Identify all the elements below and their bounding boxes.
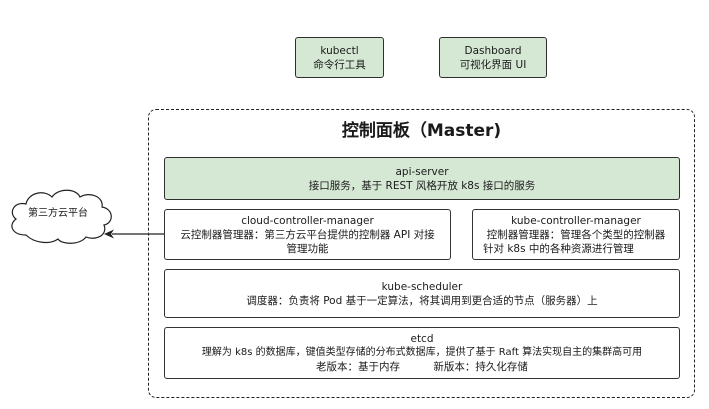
- etcd-title: etcd: [410, 333, 434, 345]
- kube-scheduler-desc: 调度器：负责将 Pod 基于一定算法，将其调用到更合适的节点（服务器）上: [246, 294, 598, 307]
- cloud-shape-icon: [11, 189, 112, 244]
- etcd-desc-line1: 理解为 k8s 的数据库，键值类型存储的分布式数据库，提供了基于 Raft 算法…: [201, 347, 643, 358]
- api-server-box: api-server 接口服务，基于 REST 风格开放 k8s 接口的服务: [164, 157, 680, 200]
- etcd-desc-line2: 老版本：基于内存 新版本：持久化存储: [316, 361, 528, 373]
- cloud-controller-manager-title: cloud-controller-manager: [241, 214, 374, 227]
- kube-scheduler-box: kube-scheduler 调度器：负责将 Pod 基于一定算法，将其调用到更…: [164, 269, 680, 318]
- cloud-controller-manager-desc-line1: 云控制器管理器：第三方云平台提供的控制器 API 对接: [180, 228, 435, 241]
- kube-controller-manager-box: kube-controller-manager 控制器管理器：管理各个类型的控制…: [472, 209, 680, 260]
- dashboard-box: Dashboard 可视化界面 UI: [439, 37, 547, 78]
- cloud-label: 第三方云平台: [28, 208, 88, 219]
- arrow-left-icon: [104, 229, 164, 239]
- api-server-desc: 接口服务，基于 REST 风格开放 k8s 接口的服务: [308, 179, 536, 192]
- master-title: 控制面板（Master): [341, 121, 502, 141]
- kube-controller-manager-desc-line1: 控制器管理器：管理各个类型的控制器: [486, 228, 666, 241]
- kube-controller-manager-title: kube-controller-manager: [511, 214, 641, 227]
- etcd-box: etcd 理解为 k8s 的数据库，键值类型存储的分布式数据库，提供了基于 Ra…: [164, 327, 680, 379]
- kube-controller-manager-desc-line2: 针对 k8s 中的各种资源进行管理: [483, 242, 634, 255]
- master-container: [148, 109, 695, 398]
- api-server-title: api-server: [395, 165, 449, 178]
- kubectl-subtitle: 命令行工具: [313, 58, 366, 71]
- dashboard-subtitle: 可视化界面 UI: [459, 58, 527, 71]
- kubectl-box: kubectl 命令行工具: [295, 37, 384, 78]
- kube-scheduler-title: kube-scheduler: [381, 280, 463, 293]
- dashboard-title: Dashboard: [464, 44, 522, 57]
- cloud-controller-manager-box: cloud-controller-manager 云控制器管理器：第三方云平台提…: [164, 209, 451, 260]
- cloud-controller-manager-desc-line2: 管理功能: [286, 242, 329, 255]
- kubectl-title: kubectl: [320, 44, 359, 57]
